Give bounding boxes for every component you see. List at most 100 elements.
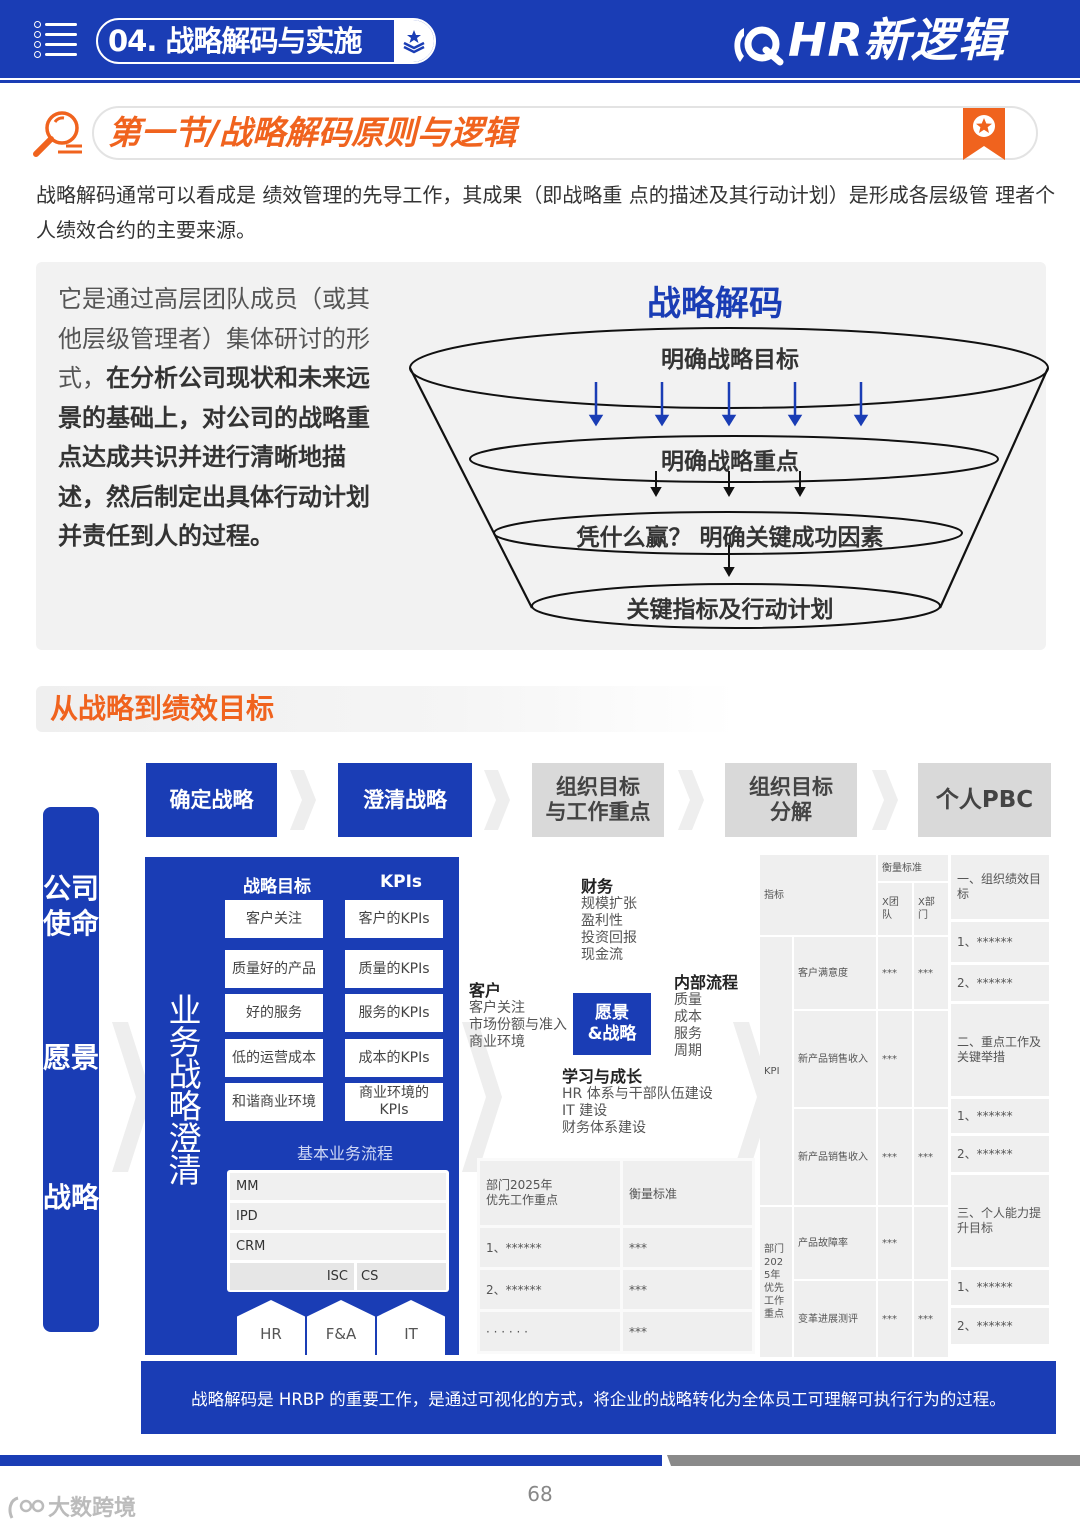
process-row: MM: [230, 1173, 446, 1200]
vision-bar-vision: 愿景: [43, 1041, 100, 1074]
kpi-indicator-table: 指标 衡量标准 X团队 X部门 KPI 客户满意度 *** *** 新产品销售收…: [758, 853, 950, 1359]
funnel-level-4: 关键指标及行动计划: [626, 597, 834, 623]
vision-strategy-box: 愿景 &战略: [573, 993, 651, 1055]
definition-bold: 在分析公司现状和未来远景的基础上，对公司的战略重点达成共识并进行清晰地描述，然后…: [58, 364, 370, 550]
table-row: 部门2025年优先工作重点 产品故障率 ***: [760, 1207, 948, 1357]
table-row: 新产品销售收入 ***: [760, 1011, 948, 1107]
page-number: 68: [527, 1482, 553, 1506]
definition-text: 它是通过高层团队成员（或其他层级管理者）集体研讨的形式，在分析公司现状和未来远景…: [58, 280, 388, 557]
pbc-item: 1、******: [951, 922, 1049, 962]
subsection-title: 从战略到绩效目标: [50, 692, 275, 725]
chevron-right-icon: [290, 770, 316, 830]
support-hr: HR: [237, 1300, 305, 1355]
funnel-level-1: 明确战略目标: [661, 347, 799, 373]
watermark-logo-icon: [8, 1496, 45, 1519]
bookmark-star-icon: [963, 108, 1005, 160]
pbc-item: 2、******: [951, 1308, 1049, 1344]
vision-bar-mission: 公司使命: [43, 872, 100, 940]
col-head-goals: 战略目标: [243, 877, 311, 897]
pbc-heading: 三、个人能力提升目标: [951, 1175, 1049, 1267]
bsc-learning-growth: 学习与成长 HR 体系与干部队伍建设 IT 建设 财务体系建设: [562, 1067, 713, 1136]
table-row: 1、****** ***: [480, 1228, 752, 1267]
table-row: 新产品销售收入 *** ***: [760, 1109, 948, 1205]
vision-bar-vision-wrap: 愿景: [43, 1040, 99, 1075]
kpi-subheader: X部门: [914, 883, 948, 935]
header-bar: [0, 0, 1080, 78]
section-title: 第一节/战略解码原则与逻辑: [108, 113, 517, 152]
step-org-goals-breakdown: 组织目标 分解: [725, 763, 857, 837]
kpi-header-standard: 衡量标准: [878, 855, 948, 881]
process-list: MM IPD CRM ISC CS: [227, 1170, 449, 1292]
process-split-row: ISC CS: [230, 1263, 446, 1290]
conclusion-banner: 战略解码是 HRBP 的重要工作，是通过可视化的方式，将企业的战略转化为全体员工…: [141, 1361, 1056, 1434]
subsection-title-bg: [36, 686, 736, 732]
chevron-right-icon: [678, 770, 704, 830]
brand-name: HR新逻辑: [788, 13, 1005, 67]
chevron-right-icon: [872, 770, 898, 830]
process-cs: CS: [357, 1263, 446, 1290]
mission-vision-strategy-bar: 公司使命: [43, 807, 99, 1332]
menu-list-icon[interactable]: [34, 20, 78, 60]
dept-priorities-table: 部门2025年 优先工作重点 衡量标准 1、****** *** 2、*****…: [477, 1158, 755, 1354]
table-row: · · · · · · ***: [480, 1312, 752, 1351]
business-strategy-vertical-title: 业务战略澄清: [168, 991, 202, 1190]
funnel-title: 战略解码: [647, 284, 783, 324]
dept-table-header: 部门2025年 优先工作重点: [480, 1161, 620, 1225]
personal-pbc-list: 一、组织绩效目标 1、****** 2、****** 二、重点工作及关键举措 1…: [951, 855, 1049, 1347]
chevron-right-icon: [112, 1022, 152, 1172]
chapter-title: 04. 战略解码与实施: [108, 24, 362, 58]
pbc-item: 1、******: [951, 1270, 1049, 1305]
kpi-cell: 服务的KPIs: [345, 994, 443, 1032]
process-row: IPD: [230, 1203, 446, 1230]
support-fa: F&A: [307, 1300, 375, 1355]
definition-panel: [36, 262, 1046, 650]
footer-bar-gray: [667, 1455, 1080, 1466]
section-title-pill: [92, 106, 1038, 160]
footer-bar-blue: [0, 1455, 662, 1466]
funnel-level-3: 凭什么赢？ 明确关键成功因素: [576, 525, 884, 551]
bsc-finance: 财务 规模扩张 盈利性 投资回报 现金流: [581, 877, 637, 963]
support-it: IT: [377, 1300, 445, 1355]
business-strategy-panel: 业务战略澄清 战略目标 KPIs 客户关注 客户的KPIs 质量好的产品 质量的…: [145, 857, 459, 1355]
process-row: CRM: [230, 1233, 446, 1260]
kpi-cell: 商业环境的KPIs: [345, 1083, 443, 1121]
pbc-item: 2、******: [951, 1136, 1049, 1172]
goal-cell: 和谐商业环境: [225, 1083, 323, 1121]
chevron-right-icon: [484, 770, 510, 830]
funnel-level-2: 明确战略重点: [661, 449, 799, 475]
table-row: 变革进展测评 *** ***: [760, 1281, 948, 1357]
step-define-strategy: 确定战略: [146, 763, 277, 837]
chevron-right-icon: [462, 1022, 502, 1172]
header-underline: [0, 80, 1080, 83]
search-magnifier-icon: [30, 108, 90, 160]
process-isc: ISC: [230, 1263, 354, 1290]
goal-cell: 质量好的产品: [225, 950, 323, 988]
pbc-item: 1、******: [951, 1099, 1049, 1133]
pbc-heading: 一、组织绩效目标: [951, 855, 1049, 919]
intro-paragraph: 战略解码通常可以看成是 绩效管理的先导工作，其成果（即战略重 点的描述及其行动计…: [36, 183, 1056, 242]
chapter-pill: [96, 18, 436, 64]
pbc-item: 2、******: [951, 965, 1049, 1001]
kpi-header-indicator: 指标: [760, 855, 876, 935]
process-title: 基本业务流程: [296, 1144, 393, 1163]
bsc-internal-process: 内部流程 质量 成本 服务 周期: [674, 973, 739, 1059]
step-clarify-strategy: 澄清战略: [338, 763, 472, 837]
kpi-cell: 客户的KPIs: [345, 900, 443, 938]
dept-table-header: 衡量标准: [623, 1161, 752, 1225]
kpi-cell: 质量的KPIs: [345, 950, 443, 988]
col-head-kpis: KPIs: [379, 872, 423, 892]
goal-cell: 客户关注: [225, 900, 323, 938]
pbc-heading: 二、重点工作及关键举措: [951, 1004, 1049, 1096]
vision-bar-strategy-wrap: 战略: [43, 1180, 99, 1215]
brand-mark-icon: [734, 26, 784, 65]
kpi-subheader: X团队: [878, 883, 912, 935]
step-org-goals-priorities: 组织目标 与工作重点: [532, 763, 664, 837]
watermark: 大数跨境: [8, 1490, 136, 1522]
kpi-cell: 成本的KPIs: [345, 1039, 443, 1077]
step-personal-pbc: 个人PBC: [918, 763, 1051, 837]
goal-cell: 好的服务: [225, 994, 323, 1032]
watermark-text: 大数跨境: [48, 1496, 137, 1521]
brand-logo: HR新逻辑: [730, 10, 1005, 70]
strategy-decoding-funnel: 明确战略目标 明确战略重点 凭什么赢？ 明确关键成功因素 关键指标及行动计划: [400, 318, 1060, 638]
goal-cell: 低的运营成本: [225, 1039, 323, 1077]
